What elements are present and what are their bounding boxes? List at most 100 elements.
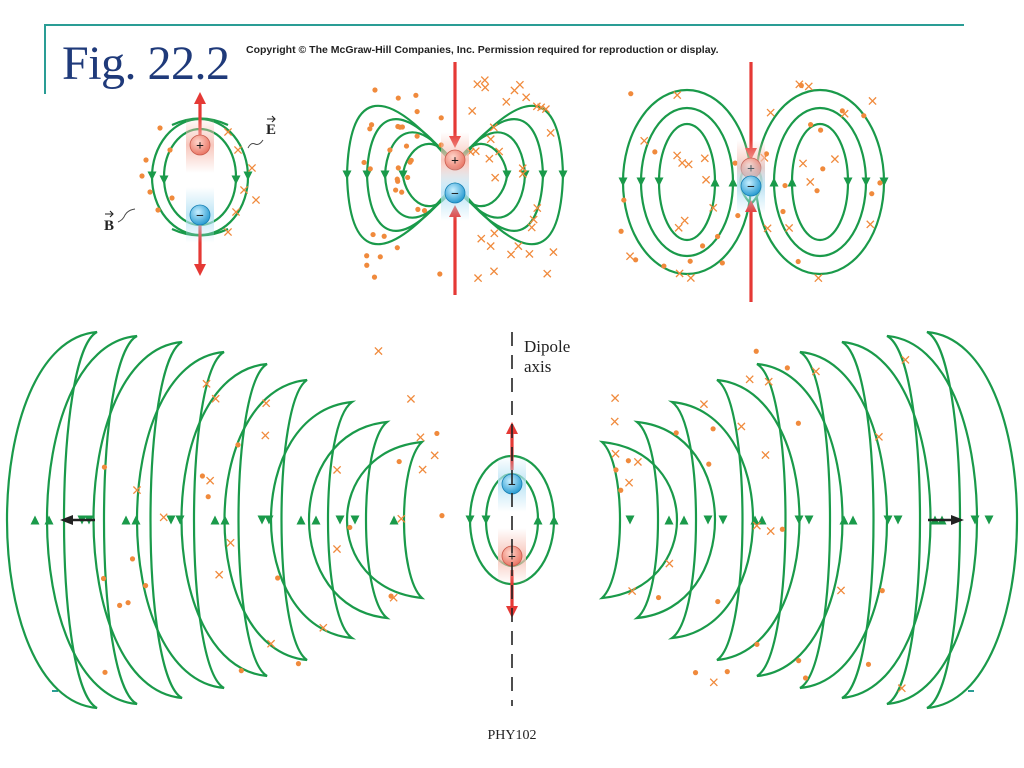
- field-direction-arrowhead: [533, 515, 543, 525]
- b-field-into-page-cross-icon: [766, 527, 775, 536]
- field-direction-arrowhead: [538, 170, 548, 180]
- b-field-into-page-cross-icon: [868, 96, 877, 106]
- field-direction-arrowhead: [636, 177, 646, 187]
- b-field-out-of-page-dot-icon: [205, 494, 211, 500]
- minus-sign: −: [196, 209, 204, 224]
- b-field-out-of-page-dot-icon: [754, 641, 760, 647]
- panel3-right-loop: [790, 122, 850, 242]
- b-field-into-page-cross-icon: [675, 269, 684, 278]
- b-field-into-page-cross-icon: [251, 195, 261, 205]
- b-field-out-of-page-dot-icon: [157, 125, 163, 131]
- b-field-into-page-cross-icon: [211, 394, 220, 403]
- frame-left-rule: [44, 24, 46, 94]
- b-field-out-of-page-dot-icon: [394, 176, 400, 182]
- right-radiating-shell: [799, 350, 889, 690]
- right-radiating-shell: [598, 440, 678, 600]
- b-field-out-of-page-dot-icon: [169, 195, 175, 201]
- field-direction-arrowhead: [465, 515, 475, 525]
- b-field-into-page-cross-icon: [798, 159, 808, 168]
- b-field-out-of-page-dot-icon: [413, 92, 419, 98]
- b-field-into-page-cross-icon: [752, 521, 761, 530]
- field-direction-arrowhead: [848, 515, 858, 525]
- b-field-out-of-page-dot-icon: [782, 182, 788, 189]
- b-field-out-of-page-dot-icon: [393, 187, 399, 193]
- b-field-out-of-page-dot-icon: [437, 271, 443, 277]
- b-field-into-page-cross-icon: [699, 400, 709, 409]
- b-field-into-page-cross-icon: [510, 86, 519, 95]
- field-direction-arrowhead: [362, 170, 372, 180]
- b-field-out-of-page-dot-icon: [655, 594, 662, 601]
- b-field-into-page-cross-icon: [785, 223, 794, 233]
- right-radiating-shell: [756, 362, 844, 678]
- b-field-into-page-cross-icon: [680, 216, 689, 225]
- plus-sign: +: [451, 154, 459, 169]
- b-field-into-page-cross-icon: [332, 544, 342, 554]
- field-direction-arrowhead: [481, 515, 491, 525]
- b-field-into-page-cross-icon: [610, 417, 619, 426]
- b-field-into-page-cross-icon: [709, 678, 718, 687]
- field-direction-arrowhead: [625, 515, 635, 525]
- b-field-into-page-cross-icon: [489, 267, 499, 276]
- negative-charge: [189, 204, 211, 226]
- b-field-into-page-cross-icon: [486, 242, 495, 251]
- field-direction-arrowhead: [335, 515, 345, 525]
- b-field-out-of-page-dot-icon: [633, 257, 639, 263]
- b-field-into-page-cross-icon: [840, 109, 849, 118]
- b-field-into-page-cross-icon: [737, 422, 746, 431]
- b-field-into-page-cross-icon: [518, 169, 527, 178]
- b-field-out-of-page-dot-icon: [399, 189, 405, 195]
- b-field-into-page-cross-icon: [761, 450, 770, 460]
- b-field-out-of-page-dot-icon: [395, 165, 401, 171]
- negative-charge: [444, 182, 466, 204]
- b-field-out-of-page-dot-icon: [364, 262, 370, 268]
- b-field-into-page-cross-icon: [678, 158, 687, 167]
- panel1-velocity-arrow-up-head: [194, 92, 206, 104]
- b-field-out-of-page-dot-icon: [397, 124, 403, 130]
- b-field-into-page-cross-icon: [874, 432, 883, 441]
- field-direction-arrowhead: [264, 515, 274, 525]
- b-field-out-of-page-dot-icon: [101, 464, 108, 470]
- b-field-out-of-page-dot-icon: [367, 166, 373, 172]
- b-field-into-page-cross-icon: [625, 252, 635, 261]
- propagation-arrow-left-head: [60, 515, 73, 525]
- b-field-out-of-page-dot-icon: [706, 461, 712, 467]
- b-field-out-of-page-dot-icon: [715, 598, 721, 605]
- b-field-out-of-page-dot-icon: [408, 157, 414, 163]
- b-field-into-page-cross-icon: [709, 203, 718, 212]
- b-field-out-of-page-dot-icon: [167, 147, 173, 153]
- field-direction-arrowhead: [893, 515, 903, 525]
- b-field-out-of-page-dot-icon: [814, 188, 820, 194]
- field-direction-arrowhead: [257, 515, 267, 525]
- field-direction-arrowhead: [380, 170, 390, 180]
- field-direction-arrowhead: [750, 515, 760, 525]
- b-field-out-of-page-dot-icon: [403, 143, 410, 149]
- b-field-into-page-cross-icon: [533, 203, 542, 213]
- b-field-out-of-page-dot-icon: [238, 668, 244, 674]
- b-field-out-of-page-dot-icon: [879, 588, 885, 594]
- b-field-into-page-cross-icon: [901, 355, 910, 364]
- b-field-into-page-cross-icon: [764, 377, 773, 386]
- b-field-out-of-page-dot-icon: [367, 126, 373, 132]
- b-field-into-page-cross-icon: [159, 513, 168, 522]
- b-field-into-page-cross-icon: [406, 394, 416, 403]
- b-field-into-page-cross-icon: [471, 147, 480, 156]
- b-field-out-of-page-dot-icon: [415, 206, 421, 212]
- b-field-into-page-cross-icon: [489, 123, 498, 132]
- field-direction-arrowhead: [220, 515, 230, 525]
- field-direction-arrowhead: [159, 175, 169, 185]
- b-field-into-page-cross-icon: [830, 155, 839, 164]
- b-field-into-page-cross-icon: [261, 431, 270, 440]
- b-field-into-page-cross-icon: [897, 684, 906, 693]
- b-field-out-of-page-dot-icon: [735, 212, 741, 219]
- b-field-into-page-cross-icon: [766, 108, 775, 117]
- b-field-into-page-cross-icon: [468, 106, 477, 115]
- b-field-out-of-page-dot-icon: [387, 147, 393, 153]
- b-field-out-of-page-dot-icon: [388, 593, 394, 599]
- b-field-into-page-cross-icon: [486, 135, 495, 144]
- b-field-out-of-page-dot-icon: [877, 180, 883, 186]
- b-field-out-of-page-dot-icon: [439, 513, 445, 519]
- field-direction-arrowhead: [787, 177, 797, 187]
- b-field-into-page-cross-icon: [702, 175, 711, 184]
- b-field-out-of-page-dot-icon: [368, 122, 375, 128]
